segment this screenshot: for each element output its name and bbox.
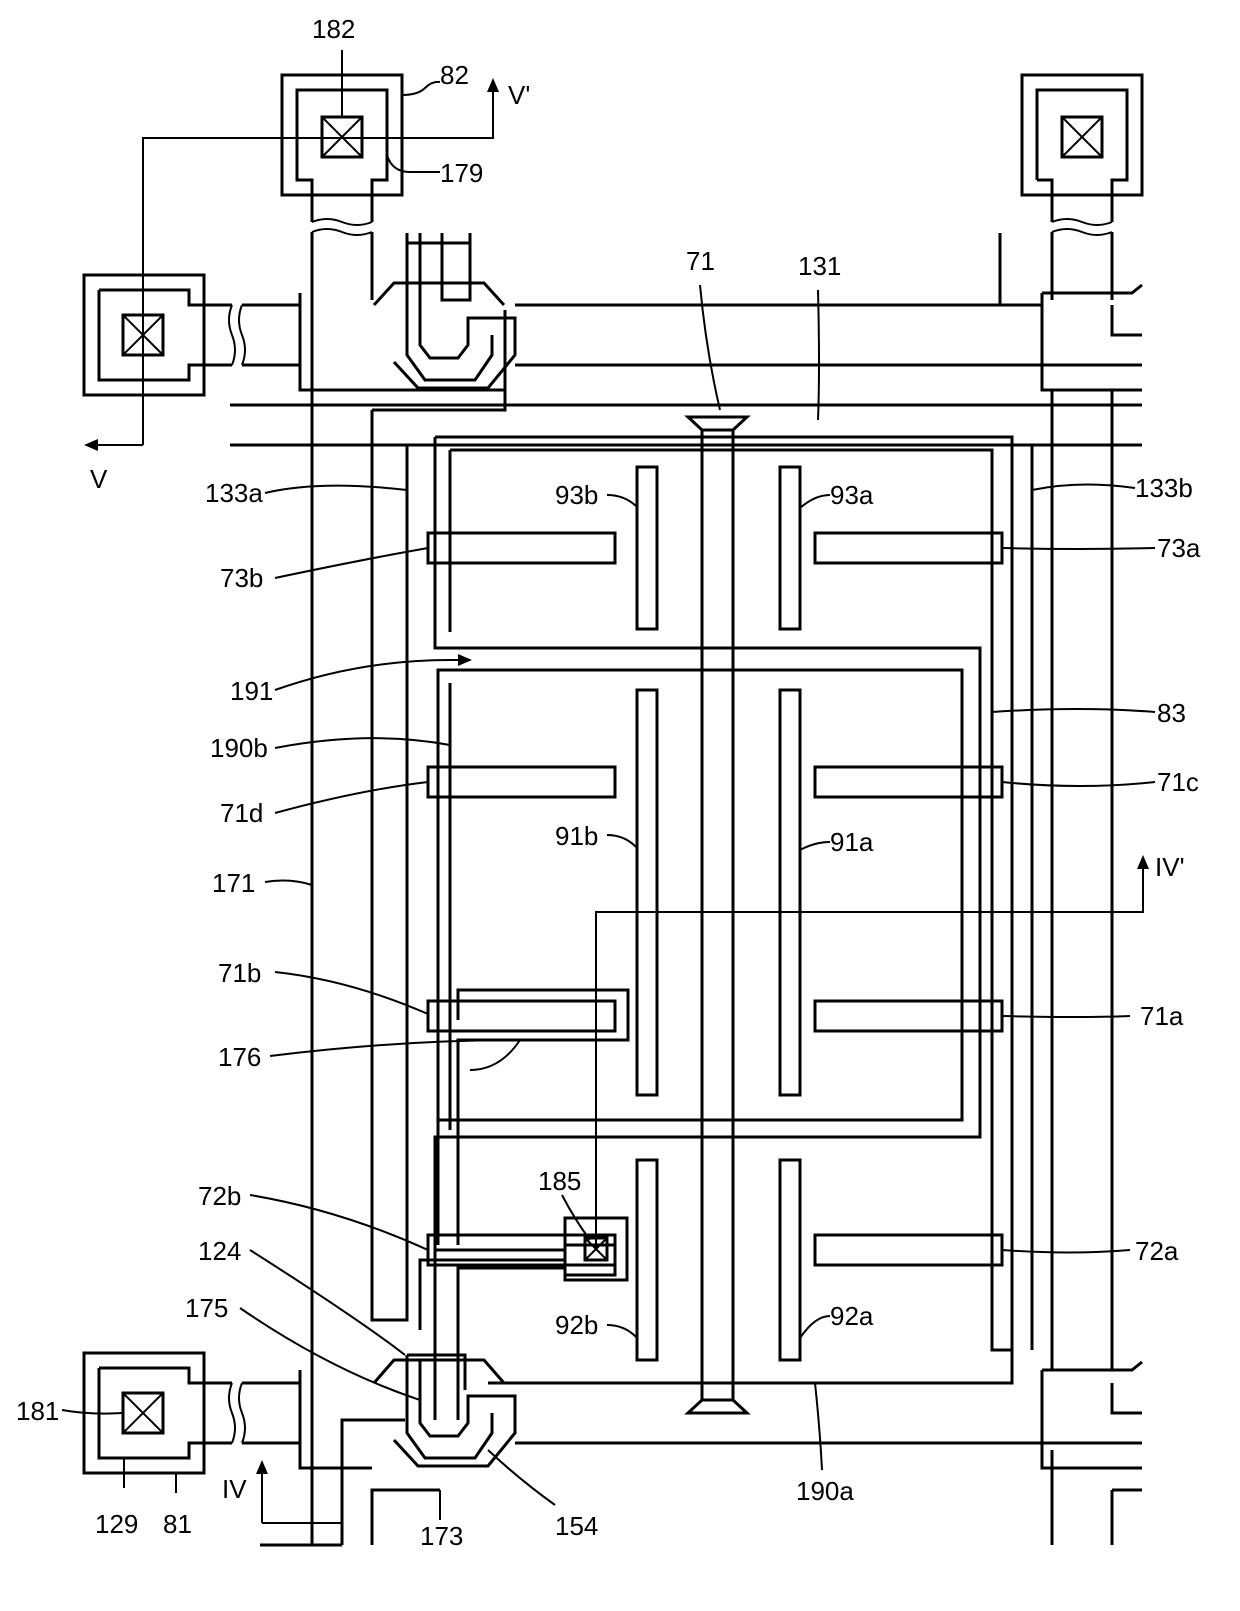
label-179: 179	[440, 158, 483, 188]
label-92b: 92b	[555, 1310, 598, 1340]
label-131: 131	[798, 251, 841, 281]
pixel-electrode-190a	[435, 437, 1012, 1383]
label-133b: 133b	[1135, 473, 1193, 503]
label-190a: 190a	[796, 1476, 854, 1506]
label-72b: 72b	[198, 1181, 241, 1211]
label-71d: 71d	[220, 798, 263, 828]
label-171: 171	[212, 868, 255, 898]
storage-electrode-133b	[1032, 445, 1052, 1350]
label-92a: 92a	[830, 1301, 874, 1331]
protrusions	[637, 467, 800, 1360]
label-154: 154	[555, 1511, 598, 1541]
label-71: 71	[686, 246, 715, 276]
label-91a: 91a	[830, 827, 874, 857]
label-129: 129	[95, 1509, 138, 1539]
pad-top-right	[1022, 75, 1142, 222]
label-190b: 190b	[210, 733, 268, 763]
reference-labels: 182 82 V' 179 71 131 V 133a 133b 93b 93a…	[16, 14, 1201, 1551]
label-71c: 71c	[1157, 767, 1199, 797]
cutouts	[428, 533, 1002, 1265]
label-182: 182	[312, 14, 355, 44]
label-133a: 133a	[205, 478, 263, 508]
label-181: 181	[16, 1396, 59, 1426]
label-iv-prime: IV'	[1155, 852, 1185, 882]
label-v: V	[90, 464, 108, 494]
label-191: 191	[230, 676, 273, 706]
pad-left-gate	[84, 275, 232, 395]
label-91b: 91b	[555, 821, 598, 851]
label-73b: 73b	[220, 563, 263, 593]
label-175: 175	[185, 1293, 228, 1323]
label-82: 82	[440, 60, 469, 90]
label-93a: 93a	[830, 480, 874, 510]
label-93b: 93b	[555, 480, 598, 510]
label-176: 176	[218, 1042, 261, 1072]
label-iv: IV	[222, 1474, 247, 1504]
storage-electrode-133a	[372, 410, 407, 1320]
label-83: 83	[1157, 698, 1186, 728]
tft-upper	[374, 233, 515, 388]
label-72a: 72a	[1135, 1236, 1179, 1266]
domain-divider-71	[688, 417, 747, 1413]
label-185: 185	[538, 1166, 581, 1196]
label-71b: 71b	[218, 958, 261, 988]
arrow-191	[450, 654, 472, 666]
label-71a: 71a	[1140, 1001, 1184, 1031]
label-v-prime: V'	[508, 80, 530, 110]
label-73a: 73a	[1157, 533, 1201, 563]
storage-line-131	[230, 310, 1142, 445]
label-173: 173	[420, 1521, 463, 1551]
label-124: 124	[198, 1236, 241, 1266]
pixel-electrode-190b	[438, 670, 962, 1130]
label-81: 81	[163, 1509, 192, 1539]
